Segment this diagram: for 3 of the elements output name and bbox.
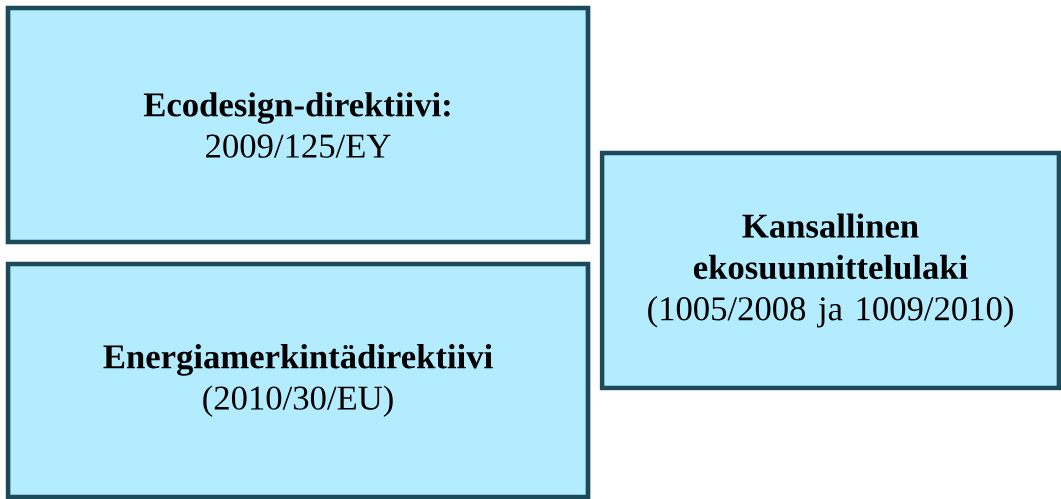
text-box: Kansallinen ekosuunnittelulaki (1005/2008 ja 1009/2010) [599, 150, 1061, 391]
text-box: Ecodesign-direktiivi: 2009/125/EY [5, 5, 591, 245]
text-box: Energiamerkintädirektiivi (2010/30/EU) [5, 261, 591, 499]
